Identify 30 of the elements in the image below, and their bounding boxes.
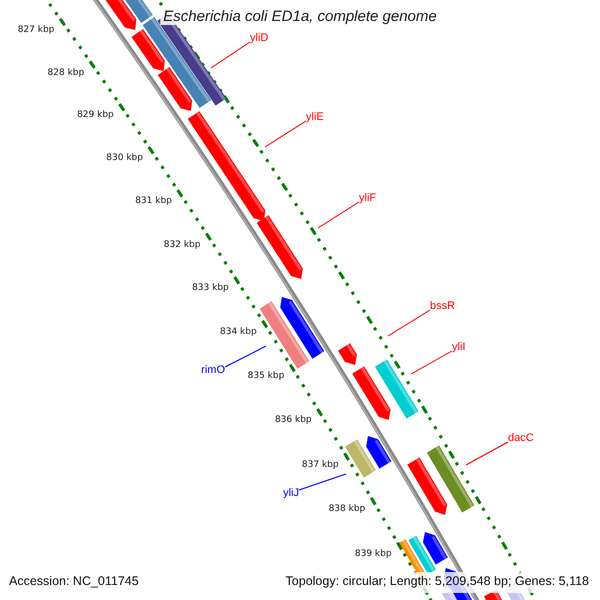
gene-label: yliE: [306, 112, 324, 123]
scale-label: 838 kbp: [328, 505, 366, 514]
leader-line: [298, 474, 346, 490]
leader-line: [388, 310, 430, 336]
scale-label: 834 kbp: [220, 328, 257, 338]
leader-line: [410, 350, 452, 374]
scale-label: 832 kbp: [164, 240, 200, 250]
leader-line: [224, 346, 266, 368]
gene-label: yliD: [250, 33, 268, 44]
gene-label: yliF: [359, 193, 376, 204]
gene-label: dacC: [508, 433, 534, 444]
accession-label: Accession: NC_011745: [9, 575, 139, 588]
scale-label: 837 kbp: [302, 460, 339, 470]
gene-label: rimO: [201, 365, 225, 376]
scale-label: 830 kbp: [106, 154, 143, 164]
scale-label: 839 kbp: [354, 550, 392, 559]
leader-line: [318, 202, 360, 228]
scale-label: 835 kbp: [248, 372, 284, 382]
gene-label: bssR: [430, 301, 456, 312]
scale-label: 833 kbp: [192, 284, 229, 294]
scale-label: 829 kbp: [77, 111, 114, 120]
scale-label: 828 kbp: [48, 68, 84, 78]
gene-label: yliI: [452, 342, 466, 353]
scale-label: 836 kbp: [274, 416, 312, 426]
leader-line: [466, 442, 508, 466]
scale-label: 831 kbp: [135, 197, 172, 206]
scale-label: 827 kbp: [18, 26, 54, 36]
leader-line: [210, 42, 250, 68]
leader-line: [264, 120, 306, 148]
gene-label: yliJ: [283, 488, 299, 499]
